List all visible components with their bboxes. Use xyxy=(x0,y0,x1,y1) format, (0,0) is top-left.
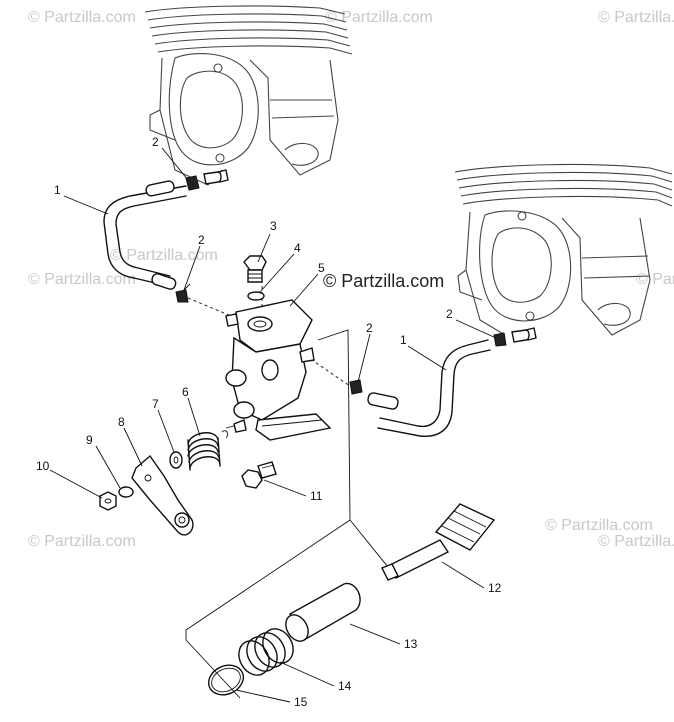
hose-clamp-2a xyxy=(185,169,229,191)
watermark-main: © Partzilla.com xyxy=(323,271,444,291)
drive-spring xyxy=(238,628,294,676)
callout-10: 10 xyxy=(36,459,50,473)
drive-sleeve xyxy=(285,582,361,642)
callout-4: 4 xyxy=(294,241,301,255)
callout-1: 1 xyxy=(54,183,61,197)
callout-labels: 2 1 2 3 4 5 2 2 1 6 7 8 9 10 11 12 13 14… xyxy=(36,135,502,709)
hose-clamp-2d xyxy=(493,327,537,347)
callout-5: 5 xyxy=(318,261,325,275)
assembly-leader-lines xyxy=(185,274,393,699)
callout-8: 8 xyxy=(118,415,125,429)
engine-cylinder-right xyxy=(454,163,673,336)
watermark-text: © Partzilla.com xyxy=(598,9,674,26)
pump-spring xyxy=(187,430,229,471)
callout-2: 2 xyxy=(198,233,205,247)
callout-1: 1 xyxy=(400,333,407,347)
oil-pump-assembly xyxy=(225,299,332,441)
oil-line-right xyxy=(367,339,491,437)
callout-2: 2 xyxy=(152,135,159,149)
watermark-text: © Partzilla.com xyxy=(545,517,653,534)
callout-9: 9 xyxy=(86,433,93,447)
watermark-text: © Partzilla.com xyxy=(28,271,136,288)
callout-leaders xyxy=(49,147,497,703)
sealing-washer xyxy=(247,291,265,301)
banjo-bolt xyxy=(243,255,267,283)
watermark-text: © Partzilla.com xyxy=(598,533,674,550)
callout-14: 14 xyxy=(338,679,352,693)
thrust-washer xyxy=(169,451,183,469)
callout-13: 13 xyxy=(404,637,418,651)
watermark-text: © Partzilla.com xyxy=(110,247,218,264)
lock-washer xyxy=(118,486,134,498)
callout-2: 2 xyxy=(446,307,453,321)
hose-clamp-2b xyxy=(175,283,191,303)
watermark-text: © Partzilla.com xyxy=(325,9,433,26)
o-ring xyxy=(207,664,245,696)
engine-cylinder-left xyxy=(144,5,353,186)
watermark-text: © Partzilla.com xyxy=(28,9,136,26)
callout-2: 2 xyxy=(366,321,373,335)
mounting-bolt xyxy=(241,461,277,489)
callout-15: 15 xyxy=(294,695,308,709)
callout-11: 11 xyxy=(310,489,323,503)
callout-3: 3 xyxy=(270,219,277,233)
pump-drive-gear xyxy=(381,503,496,581)
pump-control-lever xyxy=(131,454,194,536)
watermark-text: © Partzilla.com xyxy=(28,533,136,550)
callout-6: 6 xyxy=(182,385,189,399)
hose-clamp-2c xyxy=(349,379,363,395)
hex-nut xyxy=(99,491,117,511)
callout-12: 12 xyxy=(488,581,502,595)
oil-line-left xyxy=(103,180,187,290)
watermark-text: © Partzilla.com xyxy=(636,271,674,288)
callout-7: 7 xyxy=(152,397,159,411)
